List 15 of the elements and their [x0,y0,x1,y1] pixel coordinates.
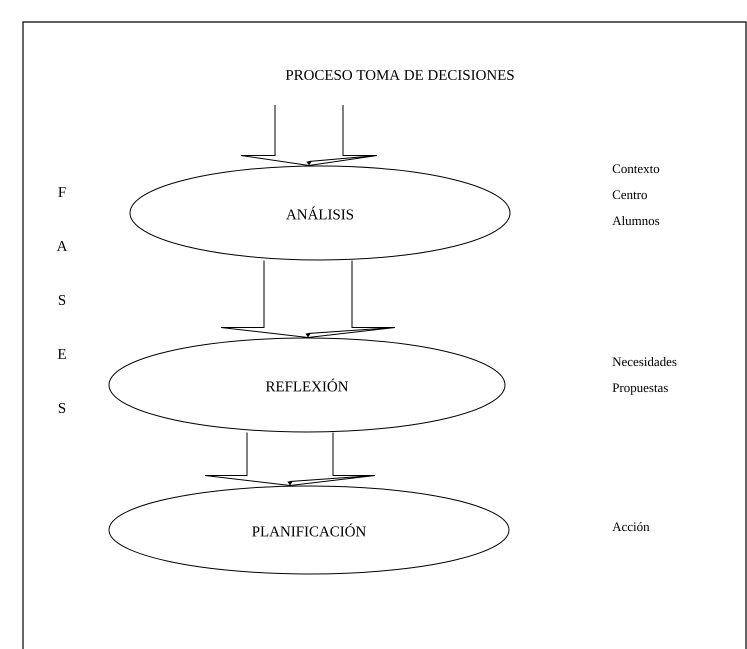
vertical-letter: S [58,294,66,305]
block-arrow [220,260,396,338]
side-note: Centro [612,190,647,200]
block-arrow [204,432,376,486]
side-note: Acción [612,522,650,532]
vertical-letter: S [58,402,66,413]
block-arrow [240,104,378,166]
title: PROCESO TOMA DE DECISIONES [286,70,514,80]
side-note: Contexto [612,164,660,174]
vertical-letter: A [56,241,68,251]
vertical-letter: E [58,349,66,359]
vertical-letter: F [58,187,66,197]
side-note: Alumnos [612,216,660,226]
side-note: Propuestas [612,384,668,395]
side-note: Necesidades [612,357,676,366]
